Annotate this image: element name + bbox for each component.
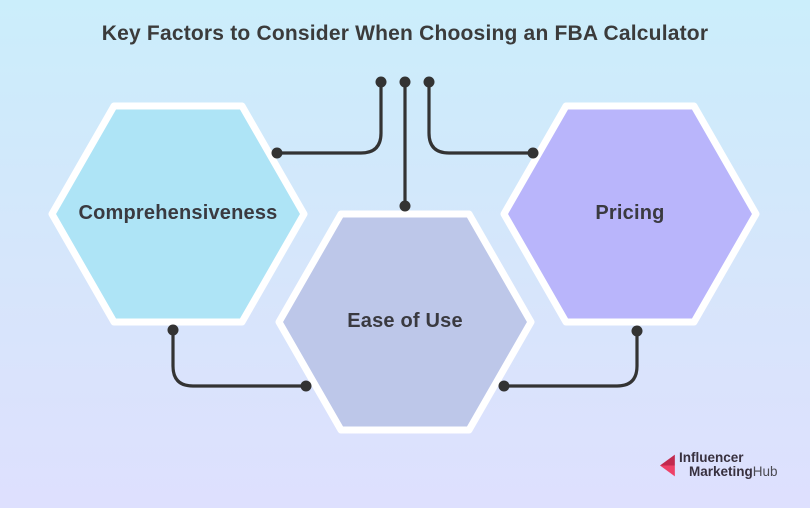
logo-text: Influencer MarketingHub [679,451,778,479]
logo-line1: Influencer [679,450,744,465]
connector-top-to-comprehensiveness [275,80,383,155]
connector-comprehensiveness-to-ease-of-use [171,328,308,388]
hexagon-label-pricing: Pricing [595,202,665,224]
connector-dot [375,76,387,88]
hexagon-ease-of-use [275,210,535,434]
logo-arrow-dark-half [660,454,675,466]
connector-dot [399,76,411,88]
hexagon-label-comprehensiveness: Comprehensiveness [78,202,278,224]
connector-pricing-to-ease-of-use [502,329,639,388]
logo-line2-marketing: Marketing [689,464,753,479]
connector-dot [498,380,510,392]
connector-dot [423,76,435,88]
logo-arrow-icon [660,454,675,477]
influencer-marketinghub-logo: Influencer MarketingHub [660,451,778,479]
connector-dot [167,324,179,336]
logo-arrow-light-half [660,465,675,477]
logo-line2-hub: Hub [752,464,778,479]
hexagon-comprehensiveness [48,102,308,326]
connector-dot [300,380,312,392]
logo-line2: MarketingHub [689,465,778,479]
connector-dot [527,147,539,159]
hexagon-label-ease-of-use: Ease of Use [347,310,463,332]
connector-dot [271,147,283,159]
page-title: Key Factors to Consider When Choosing an… [101,22,709,45]
connector-dot [631,325,643,337]
hexagon-pricing [500,102,760,326]
connector-top-to-pricing [427,80,535,155]
connector-dot [399,200,411,212]
